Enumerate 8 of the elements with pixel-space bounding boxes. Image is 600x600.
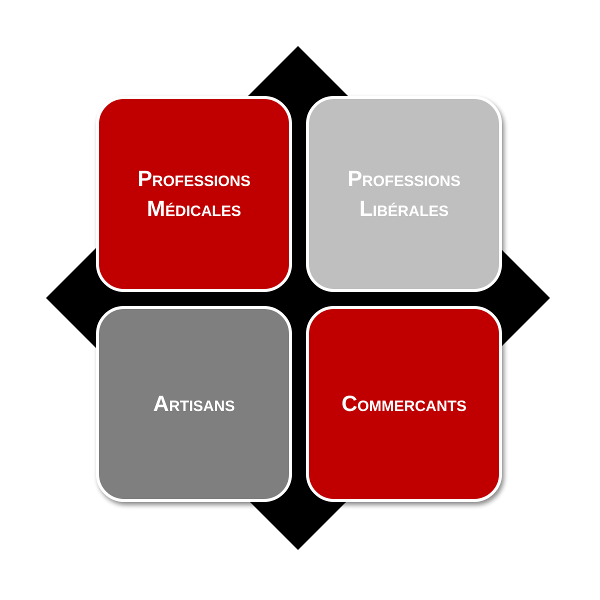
quadrant-box (306, 96, 502, 292)
quadrant-label: Commercants (341, 390, 467, 418)
quadrant-label: Artisans (153, 390, 235, 418)
quadrant-box (306, 306, 502, 502)
quadrant-label: Professions Libérales (346, 165, 462, 223)
quadrant-label: Professions Médicales (136, 165, 252, 223)
quadrant-box (96, 96, 292, 292)
quadrant-box (96, 306, 292, 502)
